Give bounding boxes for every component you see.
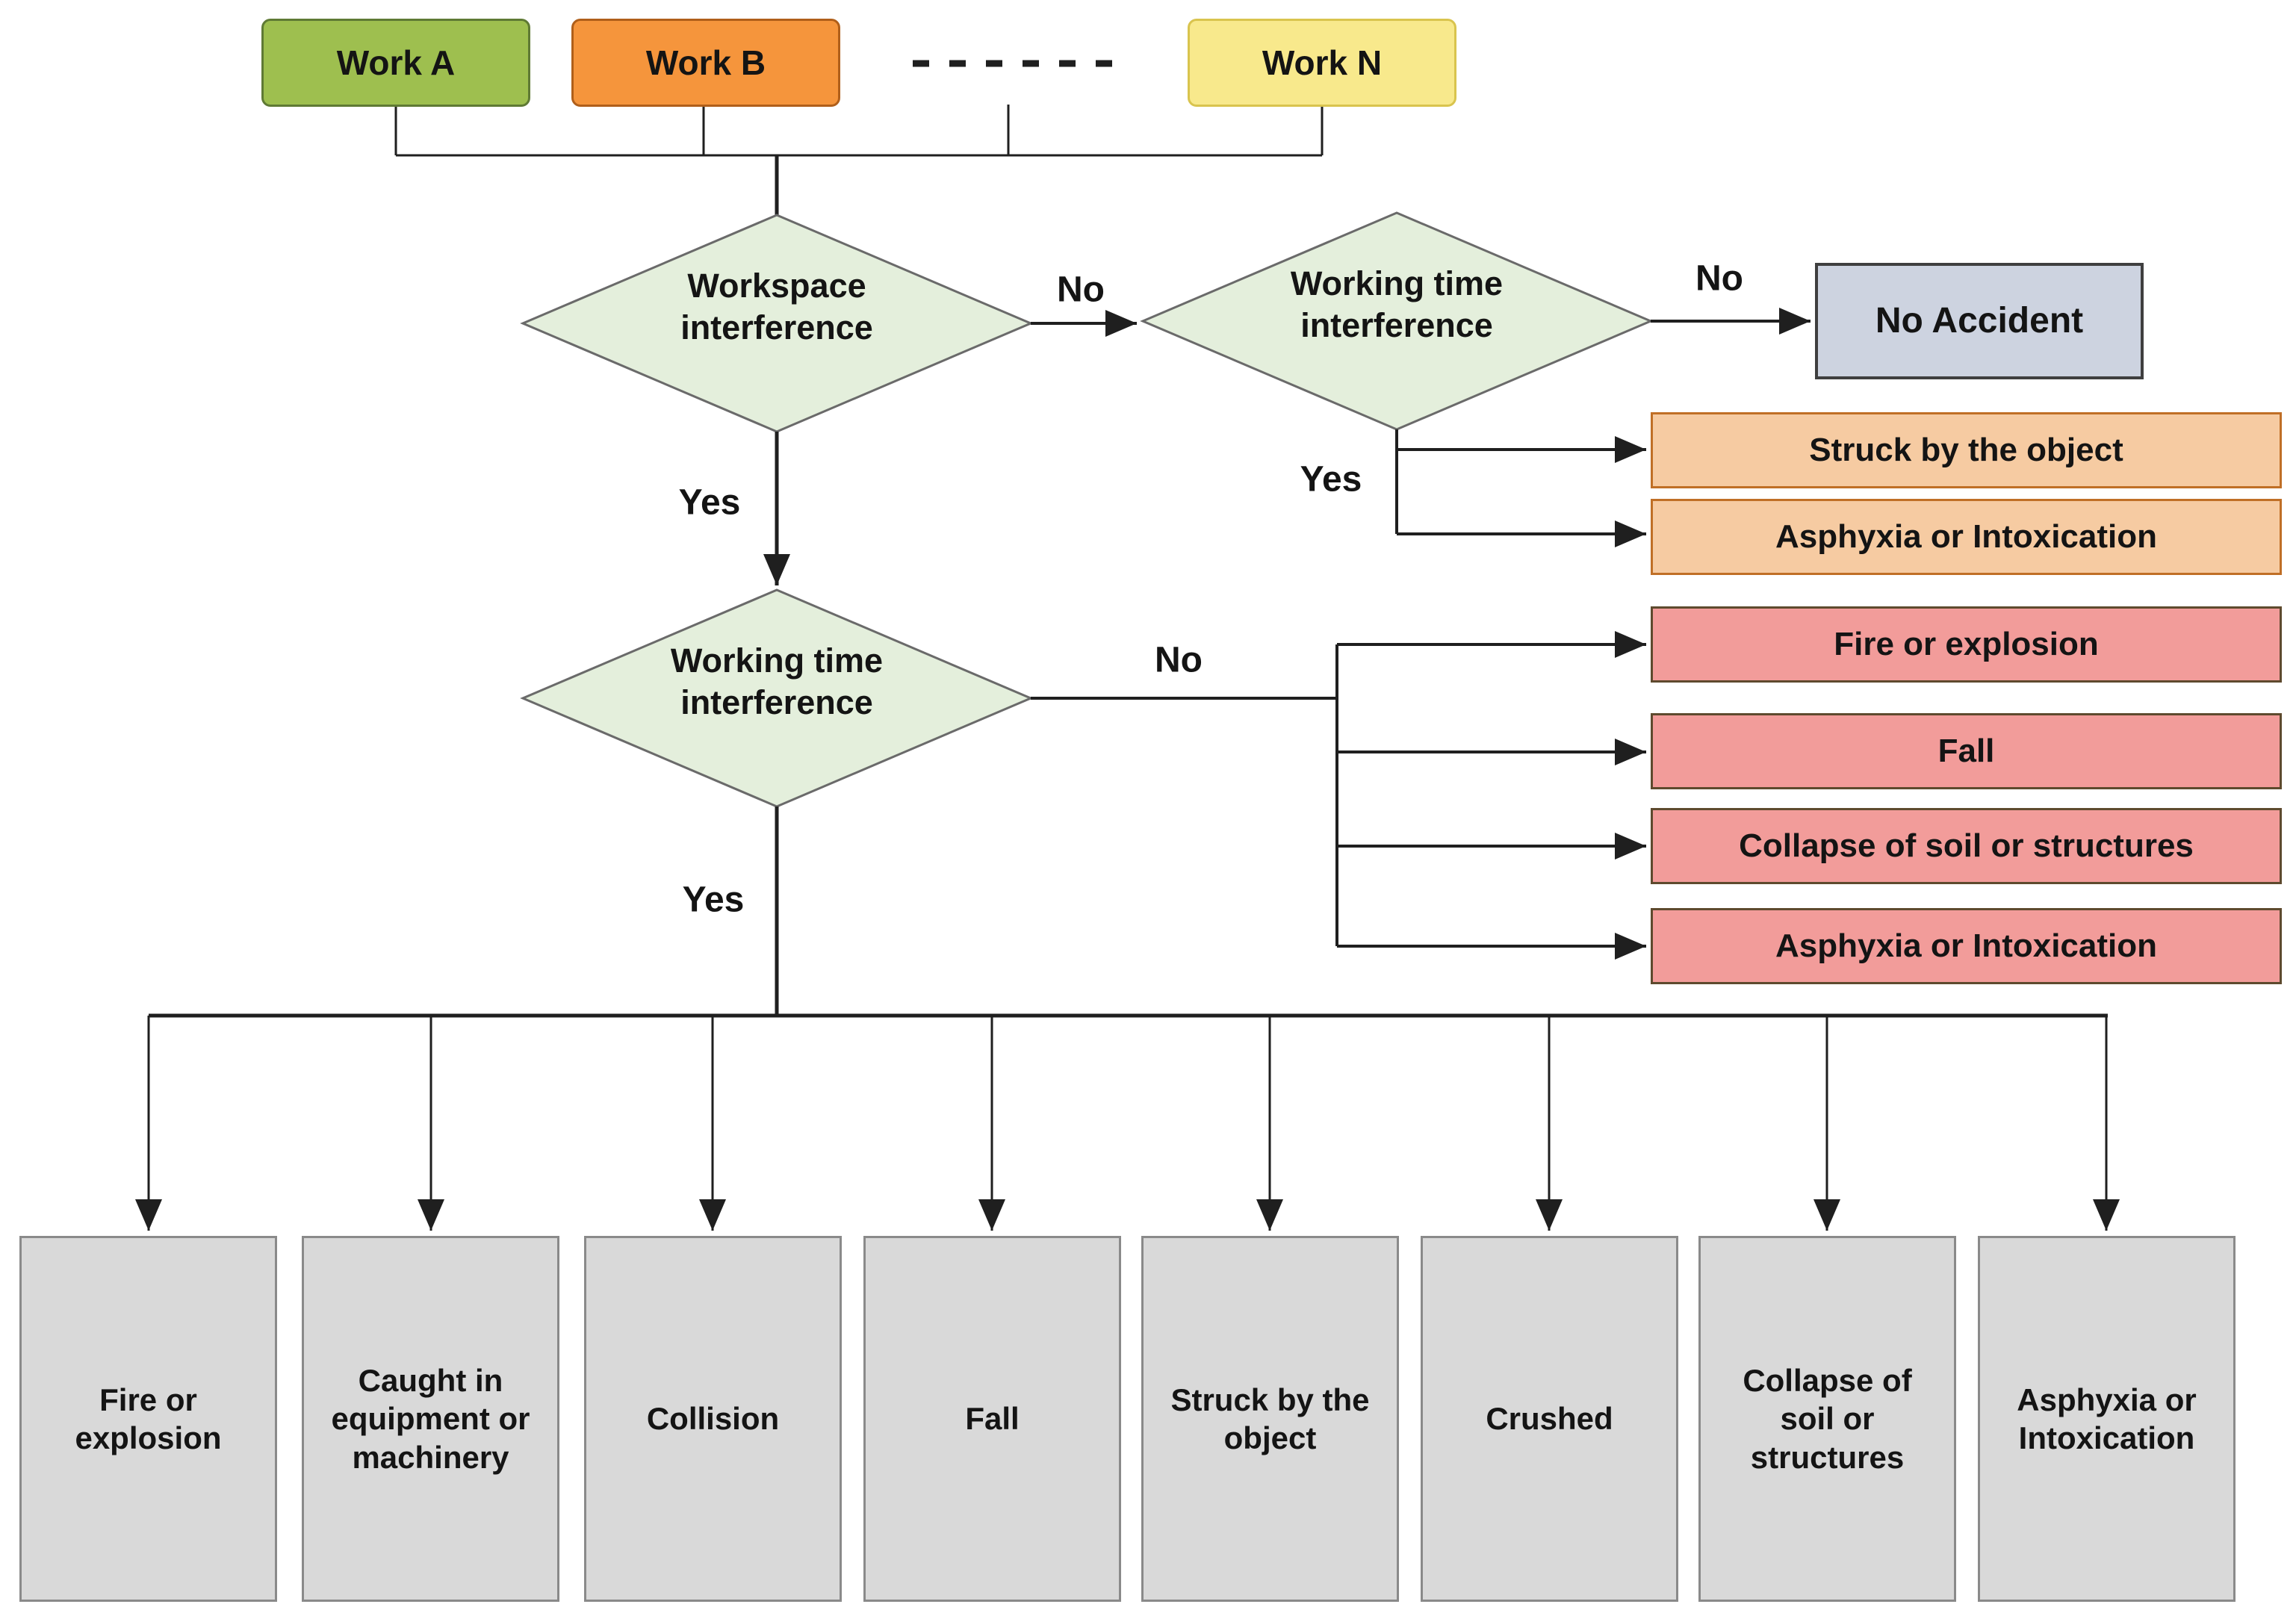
edge-label-no-time-lower: No — [1155, 640, 1203, 680]
edge-label-yes-workspace: Yes — [678, 482, 741, 523]
edge-label-yes-time-upper: Yes — [1300, 459, 1362, 500]
outcome-asphyxia-time-box: Asphyxia or Intoxication — [1651, 499, 2282, 575]
decision-working-time-lower-label: Working time interference — [670, 641, 884, 722]
accident-caught-box: Caught in equipment or machinery — [302, 1236, 559, 1602]
outcome-asphyxia-space-label: Asphyxia or Intoxication — [1775, 927, 2157, 965]
work-n-label: Work N — [1262, 43, 1383, 82]
accident-collapse-box: Collapse of soil or structures — [1698, 1236, 1956, 1602]
outcome-struck-by-object-box: Struck by the object — [1651, 412, 2282, 488]
accident-crushed-label: Crushed — [1486, 1401, 1613, 1437]
outcome-collapse-space-label: Collapse of soil or structures — [1739, 827, 2194, 865]
no-accident-box: No Accident — [1815, 263, 2144, 379]
accident-collapse-label: Collapse of soil or structures — [1743, 1363, 1912, 1475]
accident-struck-label: Struck by the object — [1170, 1382, 1370, 1455]
work-n-box: Work N — [1188, 19, 1456, 107]
accident-fall-label: Fall — [965, 1401, 1020, 1437]
outcome-fire-space-label: Fire or explosion — [1834, 626, 2099, 663]
decision-working-time-upper-label: Working time interference — [1290, 264, 1504, 345]
accident-crushed-box: Crushed — [1421, 1236, 1678, 1602]
edge-label-no-time-upper: No — [1695, 258, 1743, 299]
outcome-collapse-space-box: Collapse of soil or structures — [1651, 808, 2282, 884]
accident-caught-label: Caught in equipment or machinery — [331, 1363, 530, 1475]
outcome-asphyxia-space-box: Asphyxia or Intoxication — [1651, 908, 2282, 984]
work-b-box: Work B — [571, 19, 840, 107]
work-a-box: Work A — [261, 19, 530, 107]
accident-asphyxia-label: Asphyxia or Intoxication — [2017, 1382, 2197, 1455]
work-b-label: Work B — [645, 43, 766, 82]
accident-asphyxia-box: Asphyxia or Intoxication — [1978, 1236, 2236, 1602]
accident-collision-box: Collision — [584, 1236, 842, 1602]
accident-collision-label: Collision — [646, 1401, 780, 1437]
decision-workspace-label: Workspace interference — [680, 267, 873, 347]
accident-fire-explosion-label: Fire or explosion — [75, 1382, 222, 1455]
work-a-label: Work A — [336, 43, 456, 82]
outcome-struck-by-object-label: Struck by the object — [1809, 432, 2123, 469]
outcome-fall-space-label: Fall — [1937, 733, 1995, 770]
edge-label-no-workspace: No — [1057, 270, 1105, 310]
outcome-fire-space-box: Fire or explosion — [1651, 606, 2282, 683]
outcome-fall-space-box: Fall — [1651, 713, 2282, 789]
accident-struck-box: Struck by the object — [1141, 1236, 1399, 1602]
no-accident-label: No Accident — [1875, 300, 2084, 341]
edge-label-yes-time-lower: Yes — [682, 880, 745, 920]
accident-fall-box: Fall — [863, 1236, 1121, 1602]
outcome-asphyxia-time-label: Asphyxia or Intoxication — [1775, 518, 2157, 556]
accident-fire-explosion-box: Fire or explosion — [19, 1236, 277, 1602]
